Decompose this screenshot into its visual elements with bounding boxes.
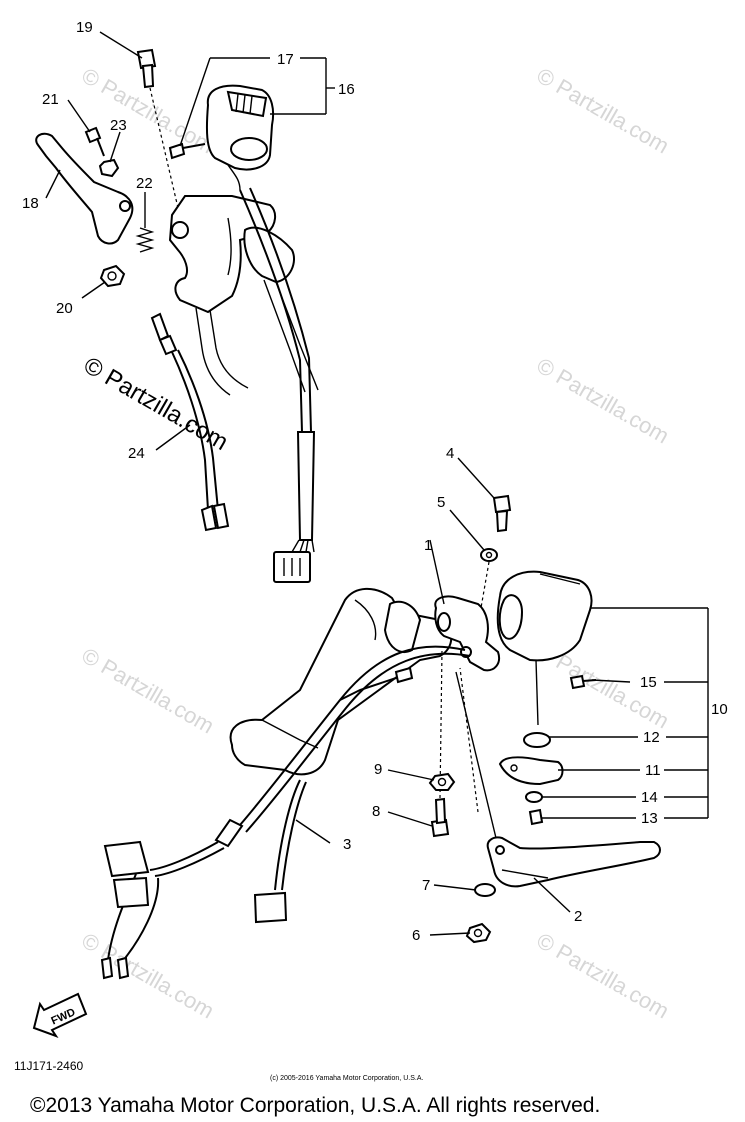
callout-14: 14 bbox=[641, 789, 658, 806]
part-19-bolt bbox=[136, 48, 183, 226]
small-copyright: (c) 2005-2016 Yamaha Motor Corporation, … bbox=[270, 1075, 423, 1082]
watermark-3: © Partzilla.com bbox=[533, 353, 674, 449]
part-2-lever bbox=[455, 667, 661, 888]
callout-16: 16 bbox=[338, 81, 355, 98]
watermark-7: © Partzilla.com bbox=[533, 928, 674, 1024]
part-13-screw bbox=[528, 808, 544, 826]
lower-wire-harness bbox=[100, 645, 471, 980]
handlebar-bracket bbox=[229, 587, 453, 776]
part-4-bolt bbox=[492, 494, 512, 533]
switch-wire-harness bbox=[239, 187, 316, 583]
part-17-screw bbox=[168, 142, 206, 160]
fwd-arrow: FWD bbox=[32, 992, 88, 1038]
callout-20: 20 bbox=[56, 300, 73, 317]
part-8-bolt bbox=[430, 649, 450, 838]
callout-5: 5 bbox=[437, 494, 445, 511]
callout-18: 18 bbox=[22, 195, 39, 212]
callout-7: 7 bbox=[422, 877, 430, 894]
part-18-lever bbox=[35, 132, 134, 245]
part-1-holder bbox=[434, 595, 500, 672]
lower-assembly bbox=[100, 494, 661, 980]
watermark-2: © Partzilla.com bbox=[533, 63, 674, 159]
callout-10: 10 bbox=[711, 701, 728, 718]
leader-lines bbox=[45, 31, 709, 936]
part-24-clutch-switch bbox=[150, 312, 230, 532]
callout-2: 2 bbox=[574, 908, 582, 925]
part-5-washer bbox=[477, 548, 498, 626]
part-7-washer bbox=[474, 883, 496, 897]
diagram-code: 11J171-2460 bbox=[14, 1059, 83, 1073]
footer-copyright: ©2013 Yamaha Motor Corporation, U.S.A. A… bbox=[30, 1094, 600, 1117]
part-20-nut bbox=[99, 264, 126, 288]
callout-13: 13 bbox=[641, 810, 658, 827]
part-16-switch bbox=[205, 84, 275, 191]
callout-17: 17 bbox=[277, 51, 294, 68]
part-12-collar bbox=[523, 732, 551, 748]
callout-4: 4 bbox=[446, 445, 454, 462]
callout-8: 8 bbox=[372, 803, 380, 820]
callout-23: 23 bbox=[110, 117, 127, 134]
callout-19: 19 bbox=[76, 19, 93, 36]
callout-15: 15 bbox=[640, 674, 657, 691]
callout-1: 1 bbox=[424, 537, 432, 554]
watermark-layer: © Partzilla.com © Partzilla.com © Partzi… bbox=[78, 63, 674, 1024]
callouts: 19 17 16 21 23 22 18 20 24 4 5 1 10 15 1… bbox=[22, 19, 728, 944]
part-14-washer bbox=[525, 791, 543, 803]
callout-3: 3 bbox=[343, 836, 351, 853]
part-6-nut bbox=[465, 922, 492, 944]
part-22-spring bbox=[135, 227, 155, 253]
part-10-switch bbox=[496, 570, 593, 726]
callout-11: 11 bbox=[645, 762, 661, 779]
left-handlebar-body bbox=[168, 195, 319, 396]
part-23-nut bbox=[98, 158, 120, 178]
callout-21: 21 bbox=[42, 91, 59, 108]
watermark-4: © Partzilla.com bbox=[78, 643, 219, 739]
upper-assembly bbox=[35, 48, 319, 583]
callout-24: 24 bbox=[128, 445, 145, 462]
watermark-6: © Partzilla.com bbox=[78, 928, 219, 1024]
part-11-cam bbox=[498, 756, 564, 786]
callout-12: 12 bbox=[643, 729, 660, 746]
callout-22: 22 bbox=[136, 175, 153, 192]
part-21-bolt bbox=[84, 126, 105, 157]
part-9-nut bbox=[428, 772, 456, 791]
callout-9: 9 bbox=[374, 761, 382, 778]
callout-6: 6 bbox=[412, 927, 420, 944]
